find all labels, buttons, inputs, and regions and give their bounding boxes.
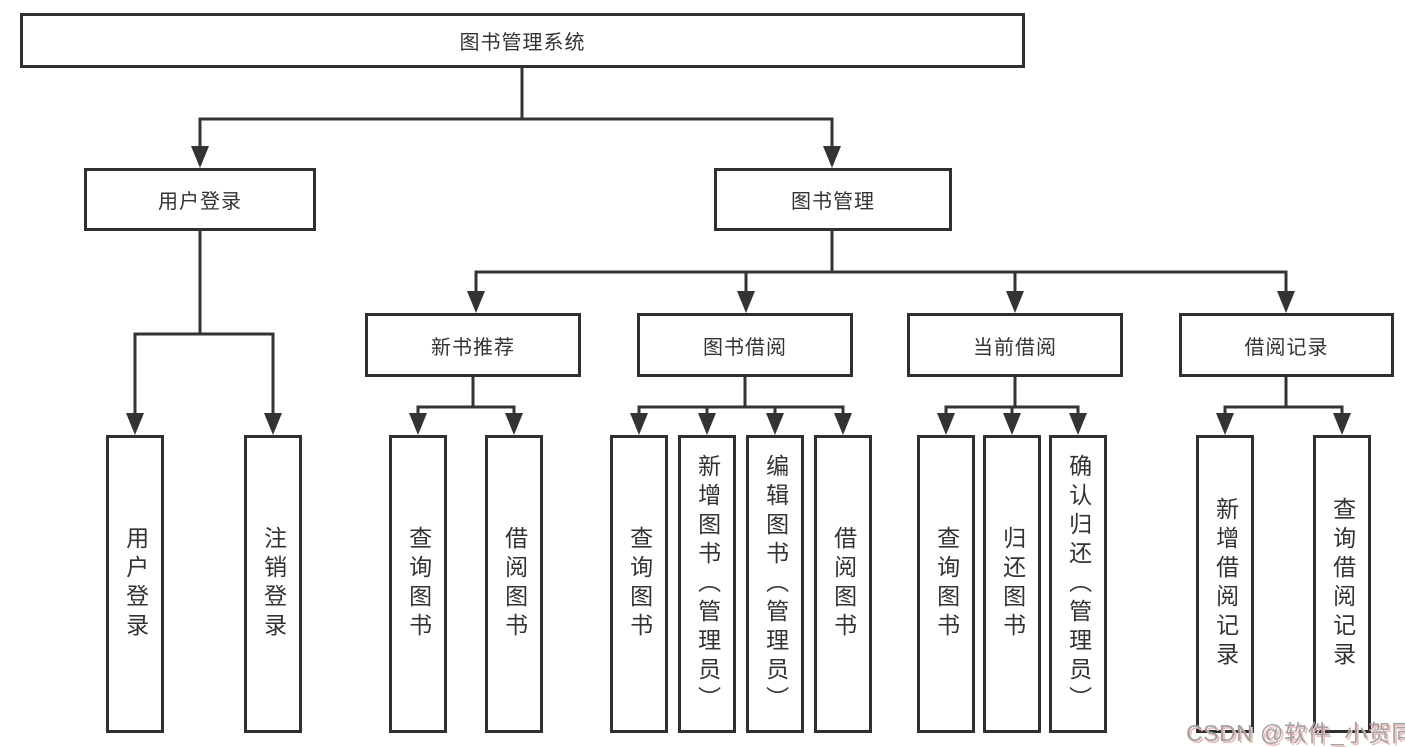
node-current-borrowing-label: 当前借阅 xyxy=(973,336,1057,359)
leaf-add-borrow-record: 新增借阅记录 xyxy=(1196,435,1254,733)
csdn-watermark: CSDN @软件_小贺同学 xyxy=(1186,720,1405,746)
node-borrowing-records-label: 借阅记录 xyxy=(1244,336,1329,359)
node-book-borrowing: 图书借阅 xyxy=(637,313,853,377)
leaf-edit-books-admin-label: 编辑图书（管理员） xyxy=(762,453,789,715)
node-book-management: 图书管理 xyxy=(714,168,952,231)
leaf-add-borrow-record-label: 新增借阅记录 xyxy=(1212,497,1239,671)
leaf-borrow-books-label: 借阅图书 xyxy=(830,526,857,642)
leaf-confirm-return-admin-label: 确认归还（管理员） xyxy=(1065,453,1092,715)
leaf-query-borrow-record-label: 查询借阅记录 xyxy=(1329,497,1356,671)
leaf-logout-label: 注销登录 xyxy=(260,526,287,642)
leaf-logout: 注销登录 xyxy=(244,435,302,733)
arrowheads xyxy=(126,146,1351,435)
node-user-login-label: 用户登录 xyxy=(158,191,242,213)
leaf-query-books-current-label: 查询图书 xyxy=(933,526,960,642)
leaf-edit-books-admin: 编辑图书（管理员） xyxy=(746,435,804,733)
node-root-label: 图书管理系统 xyxy=(459,32,586,54)
leaf-borrow-books: 借阅图书 xyxy=(814,435,872,733)
leaf-query-borrow-record: 查询借阅记录 xyxy=(1313,435,1371,733)
leaf-query-books-recommend: 查询图书 xyxy=(389,435,447,733)
leaf-user-login-label: 用户登录 xyxy=(122,526,149,642)
node-book-management-label: 图书管理 xyxy=(791,191,875,213)
leaf-query-books-current: 查询图书 xyxy=(917,435,975,733)
leaf-query-books-borrowing-label: 查询图书 xyxy=(626,526,653,642)
node-new-book-recommend-label: 新书推荐 xyxy=(431,336,515,359)
leaf-borrow-books-recommend: 借阅图书 xyxy=(485,435,543,733)
node-borrowing-records: 借阅记录 xyxy=(1179,313,1394,377)
leaf-return-books-label: 归还图书 xyxy=(999,526,1026,642)
node-user-login: 用户登录 xyxy=(84,168,316,231)
leaf-query-books-recommend-label: 查询图书 xyxy=(405,526,432,642)
leaf-add-books-admin-label: 新增图书（管理员） xyxy=(694,453,721,715)
node-current-borrowing: 当前借阅 xyxy=(907,313,1123,377)
leaf-return-books: 归还图书 xyxy=(983,435,1041,733)
leaf-borrow-books-recommend-label: 借阅图书 xyxy=(501,526,528,642)
leaf-confirm-return-admin: 确认归还（管理员） xyxy=(1049,435,1107,733)
leaf-query-books-borrowing: 查询图书 xyxy=(610,435,668,733)
leaf-add-books-admin: 新增图书（管理员） xyxy=(678,435,736,733)
node-book-borrowing-label: 图书借阅 xyxy=(703,336,787,359)
node-new-book-recommend: 新书推荐 xyxy=(365,313,581,377)
leaf-user-login: 用户登录 xyxy=(106,435,164,733)
node-root: 图书管理系统 xyxy=(20,13,1025,68)
